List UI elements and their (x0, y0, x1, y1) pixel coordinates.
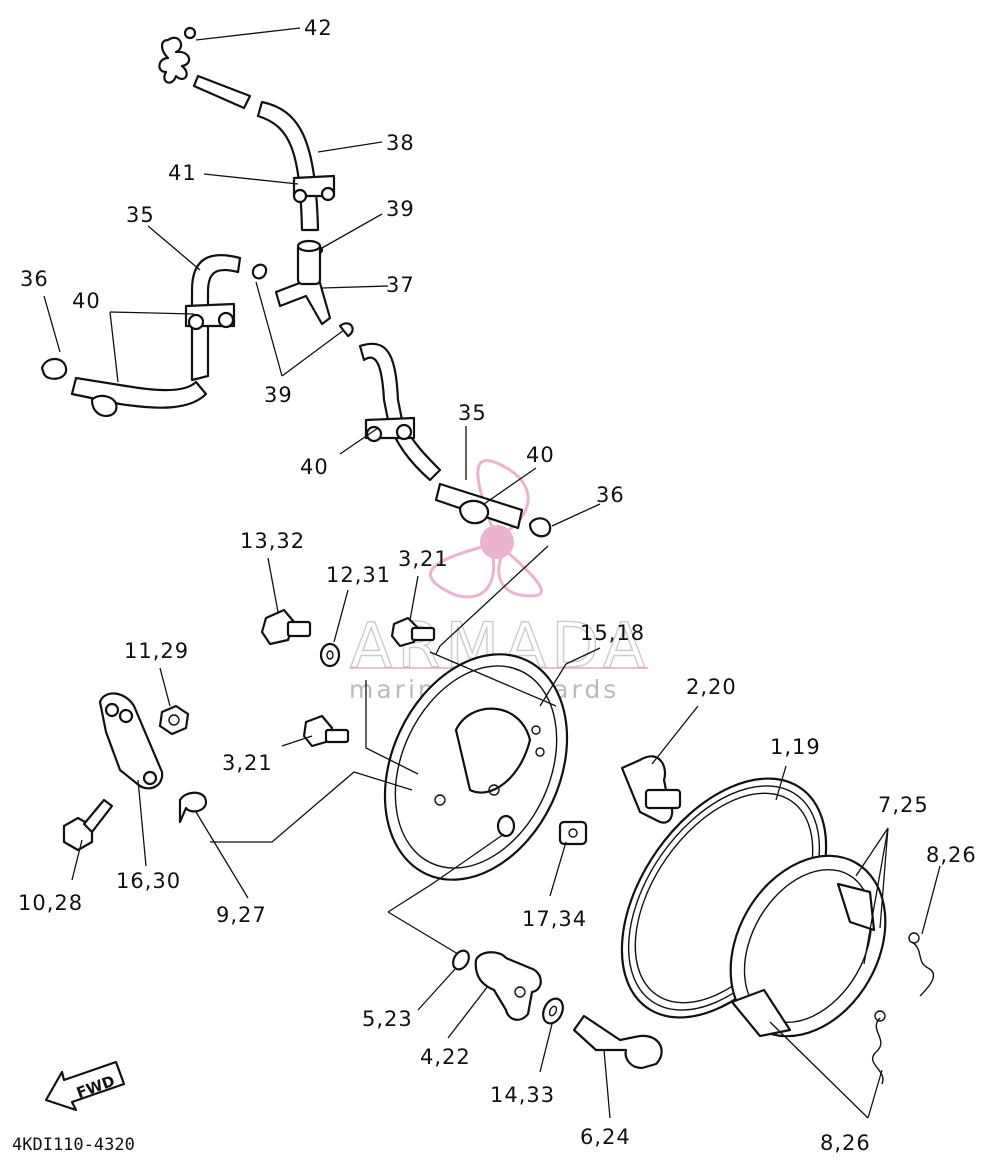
callout-40: 40 (72, 289, 101, 313)
callout-40-right: 40 (526, 443, 555, 467)
callout-39-lower: 39 (264, 383, 293, 407)
part-35-hose-b (358, 342, 442, 482)
part-36-clip-b (528, 517, 552, 538)
callout-40-lower: 40 (300, 455, 329, 479)
part-14-washer (542, 997, 564, 1025)
part-10-bolt (62, 798, 114, 852)
part-37-joint (274, 239, 332, 326)
callout-11-29: 11,29 (124, 639, 189, 663)
part-40-clamp-a (184, 302, 236, 331)
callout-7-25: 7,25 (878, 793, 929, 817)
leader-lines (43, 27, 941, 1119)
part-15-backing-plate (383, 653, 569, 881)
part-13-bolt (260, 608, 312, 646)
callout-36: 36 (20, 267, 49, 291)
part-35-hose-a (190, 254, 242, 382)
part-39-clip-c (338, 322, 354, 338)
part-8-spring-b (872, 1010, 886, 1085)
callout-3-21-top: 3,21 (398, 547, 449, 571)
callout-labels: 42 38 41 39 37 35 36 40 39 40 35 40 36 1… (18, 16, 977, 1155)
callout-14-33: 14,33 (490, 1083, 555, 1107)
callout-13-32: 13,32 (240, 529, 305, 553)
part-12-washer (319, 642, 341, 668)
part-40-hose-b (70, 376, 208, 418)
part-4-cam-lever (474, 951, 542, 1021)
callout-16-30: 16,30 (116, 869, 181, 893)
callout-39: 39 (386, 197, 415, 221)
part-40-clamp-b (364, 416, 416, 443)
part-3-bolt-b (302, 714, 350, 748)
callout-41: 41 (168, 161, 197, 185)
callout-9-27: 9,27 (216, 903, 267, 927)
part-2-cam (620, 755, 682, 824)
drawing-code: 4KDI110-4320 (12, 1135, 135, 1155)
callout-1-19: 1,19 (770, 735, 821, 759)
callout-35-lower: 35 (458, 401, 487, 425)
part-36-clip-a (40, 357, 68, 380)
callout-36-right: 36 (596, 483, 625, 507)
callout-12-31: 12,31 (326, 563, 391, 587)
callout-42: 42 (304, 16, 333, 40)
part-41-hose-clamp (292, 174, 336, 204)
callout-2-20: 2,20 (686, 675, 737, 699)
part-8-spring-a (908, 932, 935, 997)
fwd-arrow-icon: FWD (44, 1060, 126, 1112)
part-7-brake-shoe (729, 854, 887, 1038)
propeller-icon (429, 458, 543, 599)
callout-37: 37 (386, 273, 415, 297)
callout-5-23: 5,23 (362, 1007, 413, 1031)
callout-4-22: 4,22 (420, 1045, 471, 1069)
callout-6-24: 6,24 (580, 1125, 631, 1149)
part-40-clamp-c (458, 499, 490, 525)
part-17-bolt (558, 820, 588, 846)
callout-8-26-top: 8,26 (926, 843, 977, 867)
part-6-shaft (572, 1014, 663, 1070)
part-3-bolt-a (390, 616, 436, 648)
callout-3-21-mid: 3,21 (222, 751, 273, 775)
callout-17-34: 17,34 (522, 907, 587, 931)
part-39-clip-b (251, 263, 268, 280)
part-11-nut (158, 704, 190, 736)
callout-15-18: 15,18 (580, 621, 645, 645)
callout-10-28: 10,28 (18, 891, 83, 915)
part-38-fuel-hose (192, 74, 320, 232)
callout-38: 38 (386, 131, 415, 155)
callout-8-26-bottom: 8,26 (820, 1131, 871, 1155)
part-42-hose-clip (158, 26, 197, 84)
callout-35: 35 (126, 203, 155, 227)
part-16-lever (98, 692, 164, 790)
part-9-clip (178, 791, 208, 824)
